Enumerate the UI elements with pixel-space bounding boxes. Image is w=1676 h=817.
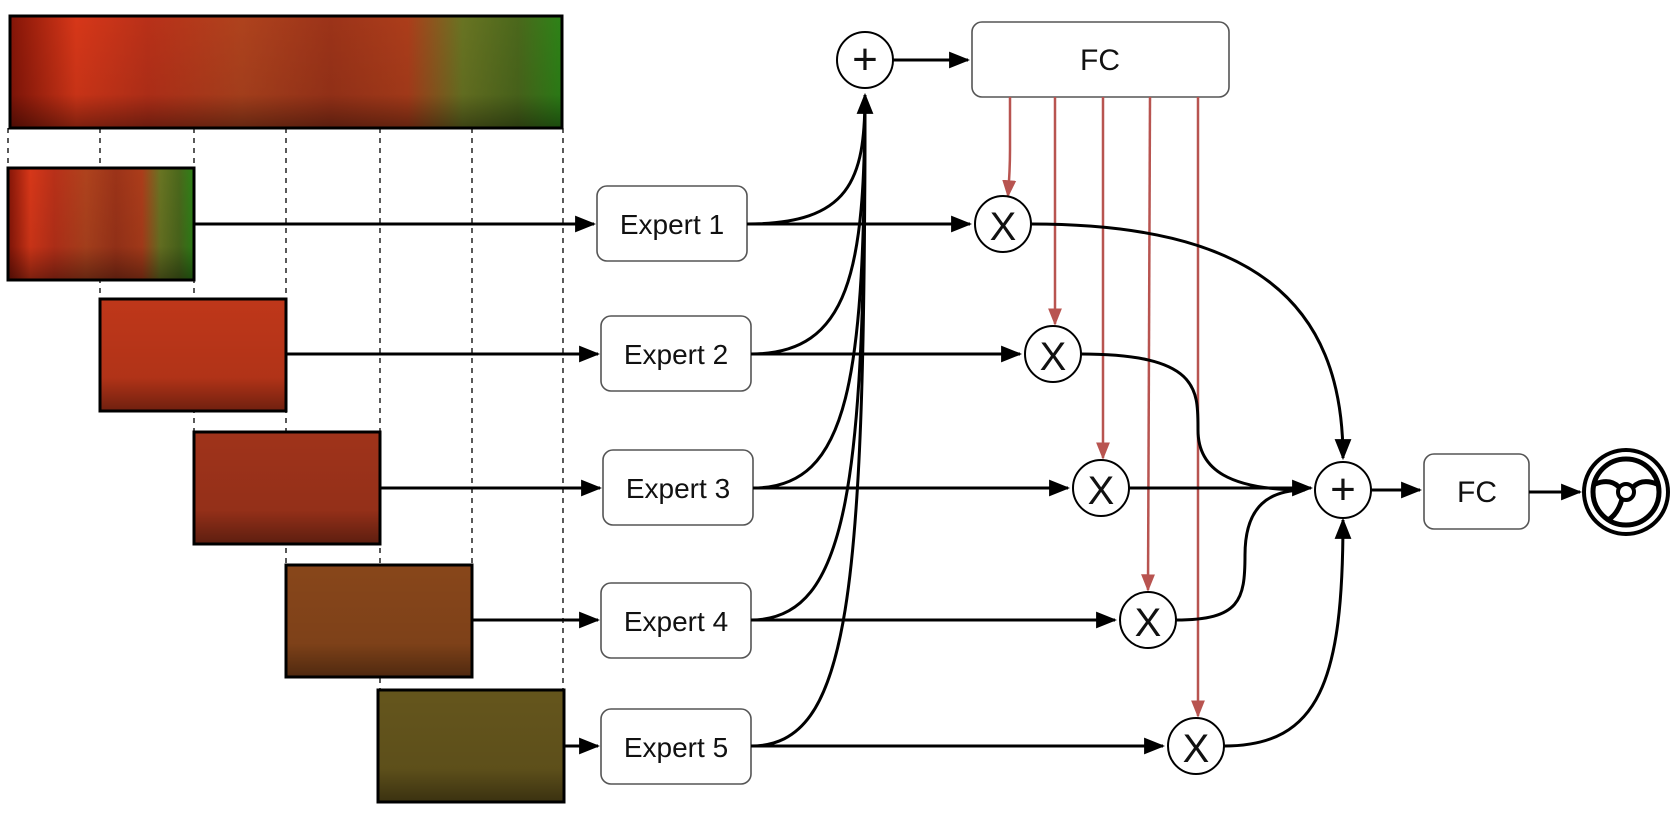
expert-box-2: Expert 2 xyxy=(600,315,752,392)
sum-symbol: + xyxy=(1330,465,1356,514)
crop-patch-3 xyxy=(192,430,382,546)
output-sum-node: + xyxy=(1314,461,1372,519)
expert-label: Expert 3 xyxy=(626,473,730,504)
multiply-to-sum-curves xyxy=(1030,222,1352,748)
expert-box-3: Expert 3 xyxy=(602,449,754,526)
expert-label: Expert 2 xyxy=(624,339,728,370)
gating-fc-label: FC xyxy=(1080,44,1120,77)
crop-patch-2 xyxy=(98,297,288,413)
multiply-symbol: X xyxy=(1135,601,1162,645)
multiply-node-2: X xyxy=(1024,325,1082,383)
output-fc-box: FC xyxy=(1423,453,1530,530)
gating-fc-box: FC xyxy=(971,21,1230,98)
gate-weight-arrows xyxy=(1002,96,1205,718)
expert-to-multiply-arrows xyxy=(747,215,1166,755)
multiply-node-1: X xyxy=(974,195,1032,253)
gating-input-curves xyxy=(746,92,874,748)
multiply-symbol: X xyxy=(1040,335,1067,379)
input-image-full xyxy=(8,14,564,130)
output-fc-label: FC xyxy=(1457,476,1497,509)
expert-label: Expert 1 xyxy=(620,209,724,240)
expert-box-4: Expert 4 xyxy=(600,582,752,659)
multiply-node-5: X xyxy=(1167,717,1225,775)
gating-sum-node: + xyxy=(836,31,894,89)
multiply-node-3: X xyxy=(1072,459,1130,517)
multiply-symbol: X xyxy=(990,205,1017,249)
steering-wheel-icon xyxy=(1582,448,1670,536)
expert-label: Expert 4 xyxy=(624,606,728,637)
expert-box-5: Expert 5 xyxy=(600,708,752,785)
expert-label: Expert 5 xyxy=(624,732,728,763)
crop-patch-1 xyxy=(6,166,196,282)
multiply-node-4: X xyxy=(1119,591,1177,649)
sum-symbol: + xyxy=(852,35,878,84)
expert-box-1: Expert 1 xyxy=(596,185,748,262)
multiply-symbol: X xyxy=(1088,469,1115,513)
patch-to-expert-arrows xyxy=(194,215,603,755)
multiply-symbol: X xyxy=(1183,727,1210,771)
crop-patch-4 xyxy=(284,563,474,679)
crop-patch-5 xyxy=(376,688,566,804)
